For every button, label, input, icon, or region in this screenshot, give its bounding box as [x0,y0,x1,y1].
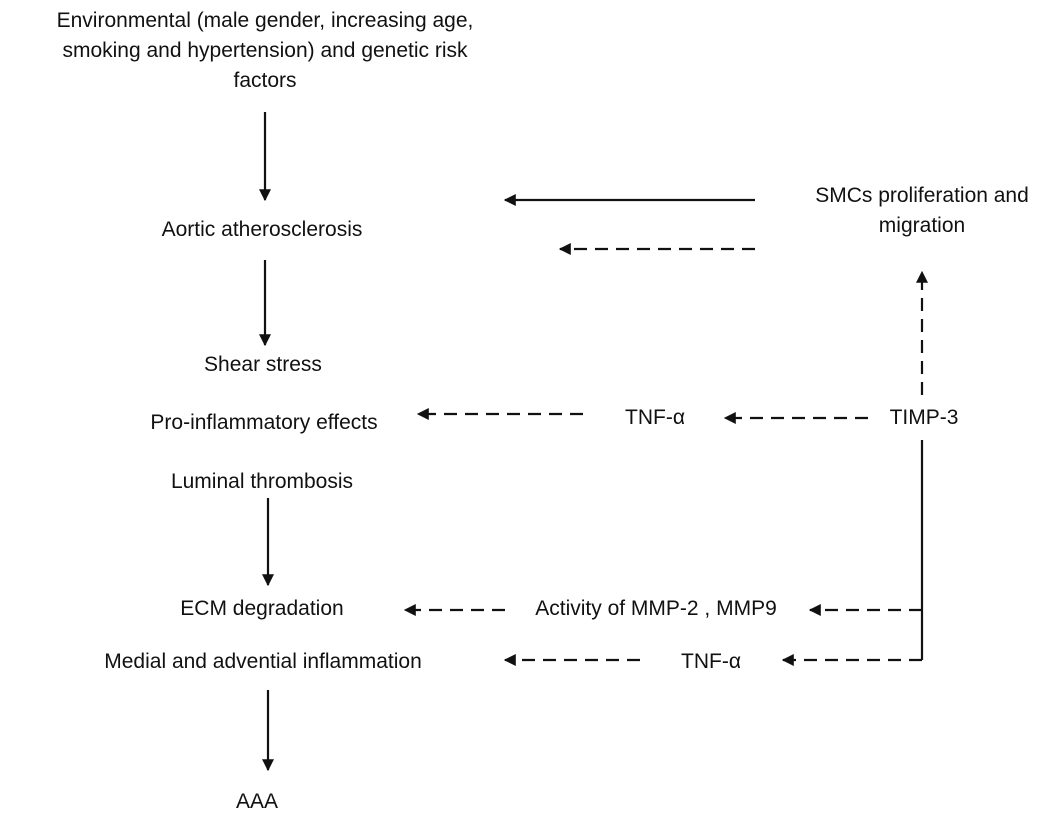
luminal-thrombosis-node: Luminal thrombosis [170,470,354,493]
risk-factors-node: Environmental (male gender, increasing a… [57,6,474,96]
shear-stress-node: Shear stress [204,353,322,376]
mmp-activity-node: Activity of MMP-2 , MMP9 [535,597,777,620]
risk-factors-line-2: smoking and hypertension) and genetic ri… [62,39,468,62]
smcs-line-1: SMCs proliferation and [815,184,1029,207]
smcs-line-2: migration [878,214,966,237]
risk-factors-line-3: factors [233,69,297,92]
tnf-alpha-lower-node: TNF-α [681,650,741,673]
risk-factors-line-1: Environmental (male gender, increasing a… [56,9,474,32]
smcs-node: SMCs proliferation and migration [815,181,1029,241]
medial-inflammation-node: Medial and advential inflammation [104,650,422,673]
timp3-node: TIMP-3 [889,406,959,429]
aortic-atherosclerosis-node: Aortic atherosclerosis [161,218,363,241]
aaa-node: AAA [235,790,279,813]
pro-inflammatory-node: Pro-inflammatory effects [150,411,378,434]
tnf-alpha-upper-node: TNF-α [625,406,685,429]
ecm-degradation-node: ECM degradation [180,597,344,620]
